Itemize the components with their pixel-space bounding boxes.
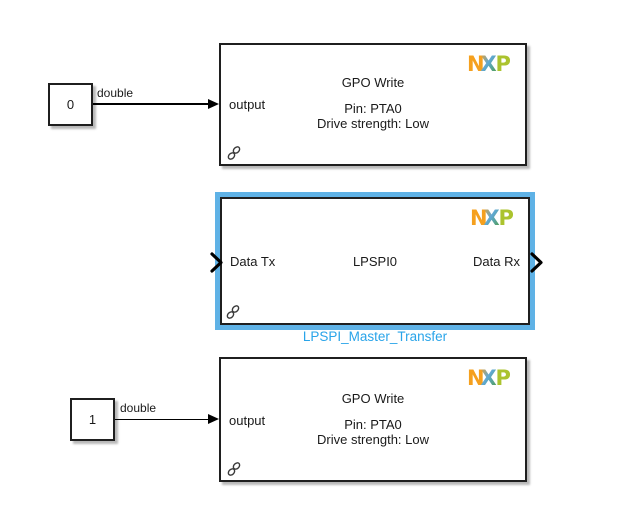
pin-label: Pin: PTA0 [344,101,402,116]
input-port-label: output [229,97,266,112]
signal-type-label-bottom: double [120,401,157,415]
constant-value: 1 [88,412,97,427]
constant-block-0[interactable]: 0 [48,83,93,126]
svg-text:N: N [470,207,488,227]
input-port-chevron-icon[interactable] [210,252,224,273]
data-tx-port-label: Data Tx [230,254,276,269]
library-link-icon[interactable] [227,461,241,477]
drive-strength-label: Drive strength: Low [317,116,429,131]
nxp-logo-icon: N X P [470,207,514,227]
block-name-label[interactable]: LPSPI_Master_Transfer [302,329,448,344]
gpo-write-block-top[interactable]: N X P GPO Write Pin: PTA0 Drive strength… [219,43,527,166]
input-port-label: output [229,413,266,428]
constant-value: 0 [66,97,75,112]
svg-text:X: X [481,53,497,73]
signal-type-label-top: double [97,86,134,100]
constant-block-1[interactable]: 1 [70,398,115,441]
signal-wire-bottom[interactable] [115,418,209,421]
block-title: LPSPI0 [352,254,398,269]
svg-text:P: P [499,207,514,227]
svg-text:N: N [467,367,485,387]
library-link-icon[interactable] [226,304,240,320]
data-rx-port-label: Data Rx [473,254,520,269]
signal-wire-top[interactable] [93,103,209,105]
svg-text:P: P [496,53,511,73]
drive-strength-label: Drive strength: Low [317,432,429,447]
svg-text:X: X [484,207,500,227]
nxp-logo-icon: N X P [467,53,511,73]
pin-label: Pin: PTA0 [344,417,402,432]
block-title: GPO Write [341,391,405,406]
wire-arrowhead-top [208,98,219,109]
wire-arrowhead-bottom [208,414,219,424]
nxp-logo-icon: N X P [467,367,511,387]
library-link-icon[interactable] [227,145,241,161]
svg-text:X: X [481,367,497,387]
svg-text:P: P [496,367,511,387]
output-port-chevron-icon[interactable] [530,252,544,273]
lpspi-block[interactable]: N X P Data Tx LPSPI0 Data Rx [215,192,535,330]
lpspi-block-body: N X P Data Tx LPSPI0 Data Rx [220,197,530,325]
gpo-write-block-bottom[interactable]: N X P GPO Write Pin: PTA0 Drive strength… [219,357,527,482]
block-title: GPO Write [341,75,405,90]
svg-text:N: N [467,53,485,73]
